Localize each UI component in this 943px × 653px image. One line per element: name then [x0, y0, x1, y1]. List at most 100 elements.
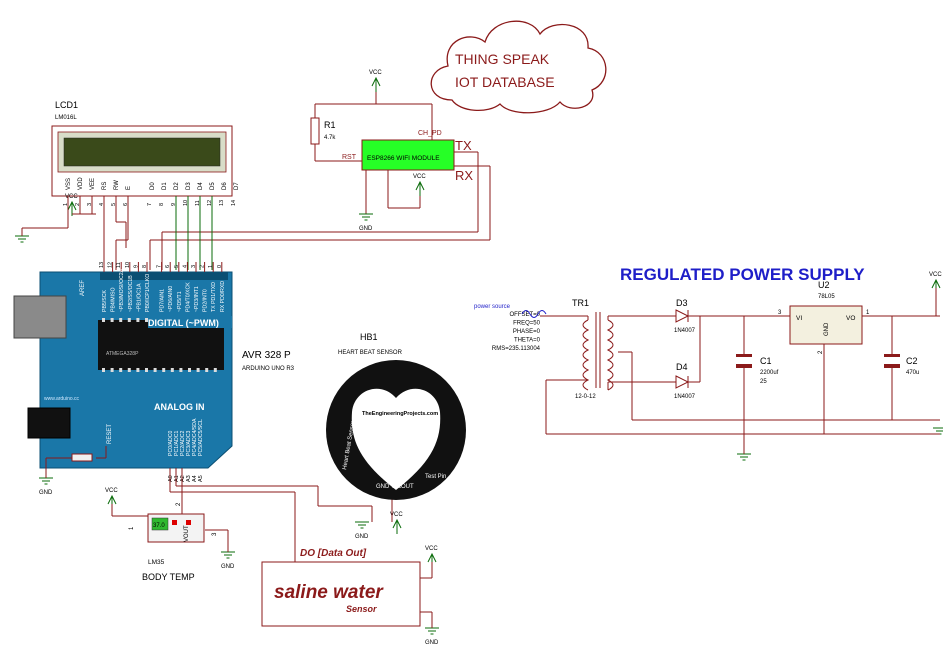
digital-pin-number: 4	[182, 265, 188, 268]
c1-ref: C1	[760, 356, 772, 366]
vcc-label: VCC	[65, 194, 78, 200]
digital-label: DIGITAL (~PWM)	[148, 318, 219, 328]
vcc-symbol: VCC	[413, 174, 426, 196]
lcd-pin-number: 14	[231, 200, 237, 206]
lcd-pin-label: VEE	[90, 178, 96, 190]
esp-chpd: CH_PD	[418, 130, 442, 137]
reset-label: RESET	[107, 424, 113, 444]
lcd-pin-number: 3	[87, 203, 93, 206]
analog-pin-number: A0	[168, 475, 174, 482]
saline-sensor: DO [Data Out] saline water Sensor	[261, 548, 433, 628]
psu-param: OFFSET=0	[509, 312, 540, 318]
hb-title: HEART BEAT SENSOR	[338, 350, 403, 356]
digital-pin-number: 12	[108, 262, 114, 268]
saline-title: saline water	[274, 582, 384, 603]
digital-pin-label: RX PD0/RXD	[220, 281, 226, 312]
analog-label: ANALOG IN	[154, 402, 205, 412]
lcd-pin-label: D0	[150, 182, 156, 190]
vcc-label: VCC	[425, 546, 438, 552]
lcd-pin-label: D4	[198, 182, 204, 190]
r1-resistor: R1 4.7k	[324, 120, 336, 141]
digital-pin-label: ~PB1/OC1A	[136, 283, 142, 312]
chip-leg	[102, 368, 105, 372]
psu-param: FREQ=50	[513, 321, 541, 327]
psu-title: REGULATED POWER SUPPLY	[620, 265, 865, 284]
lcd-pin-number: 6	[123, 203, 129, 206]
ground-symbol: GND	[355, 521, 369, 540]
digital-pin-label: PB4/MISO	[111, 287, 117, 312]
hb-pins: GND VccOUT	[376, 484, 414, 490]
lcd-pin-label: VSS	[66, 178, 72, 190]
aref-label: AREF	[80, 280, 86, 296]
lcd-pin-label: D2	[174, 182, 180, 190]
lcd-pin-number: 10	[183, 200, 189, 206]
lcd-pin-number: 4	[99, 203, 105, 206]
c2-ref: C2	[906, 356, 918, 366]
chip-leg	[119, 368, 123, 372]
u2-ref: U2	[818, 280, 830, 290]
analog-pin-label: PC4/ADC4/SDA	[192, 418, 198, 456]
tr-val: 12-0-12	[575, 394, 596, 400]
digital-pin-number: 0	[217, 265, 223, 268]
lcd-wiring	[21, 196, 129, 270]
digital-pin-number: 2	[200, 265, 206, 268]
chip-leg	[145, 368, 148, 372]
digital-pin-label: TX PD1/TXD	[211, 282, 217, 312]
psu-param: THETA=0	[514, 338, 541, 344]
lcd-display: LCD1 LM016L VSS1VDD2VEE3RS4RW5E6D07D18D2…	[51, 100, 240, 206]
digital-pin-label: PD7/AIN1	[160, 289, 166, 312]
lm35-p2: 2	[176, 502, 182, 506]
lcd-pin-label: D3	[186, 182, 192, 190]
c1-v: 25	[760, 379, 767, 385]
esp-wiring	[149, 86, 491, 270]
lcd-data-wiring	[175, 196, 213, 270]
u2-gnd: GND	[824, 322, 830, 336]
digital-pin-number: 1	[208, 265, 214, 268]
c2-val: 470u	[906, 370, 919, 376]
vcc-label: VCC	[929, 272, 942, 278]
lcd-pin-group: VSS1VDD2VEE3RS4RW5E6D07D18D29D310D411D51…	[63, 177, 240, 206]
gnd-label: GND	[359, 226, 373, 232]
u2-pin2: 2	[818, 350, 824, 354]
digital-pin-number: 6	[165, 265, 171, 268]
digital-pin-label: PB5/SCK	[102, 290, 108, 312]
digital-pin-number: 5	[174, 265, 180, 268]
esp-tx: TX	[455, 138, 472, 153]
saline-sub: Sensor	[346, 604, 377, 614]
digital-pin-number: 13	[99, 262, 105, 268]
analog-pin-number: A4	[192, 475, 198, 482]
digital-pin-label: ~PD5/T1	[177, 291, 183, 312]
u2-vo: VO	[846, 315, 855, 322]
esp-label: ESP8266 WIFI MODULE	[367, 155, 440, 162]
digital-pin-label: ~PD6/AIN0	[168, 286, 174, 312]
analog-pin-label: PC1/ADC1	[174, 431, 180, 456]
digital-pin-label: ~PD3/INT1	[194, 286, 200, 312]
lcd-pin-label: VDD	[78, 177, 84, 190]
chip-leg	[136, 368, 140, 372]
d4-val: 1N4007	[674, 394, 696, 400]
chip-name: AVR 328 P	[242, 350, 291, 361]
analog-pin-number: A1	[174, 475, 180, 482]
digital-pin-number: 9	[133, 265, 139, 268]
digital-pin-number: 11	[116, 262, 122, 268]
ground-symbol: GND	[425, 627, 439, 646]
vcc-label: VCC	[390, 512, 403, 518]
lcd-pin-number: 8	[159, 203, 165, 206]
lcd-pin-number: 5	[111, 203, 117, 206]
analog-pin-label: PC0/ADC0	[168, 431, 174, 456]
lm35-p3: 3	[212, 532, 218, 536]
digital-pin-number: 10	[125, 262, 131, 268]
vcc-label: VCC	[369, 70, 382, 76]
d4-ref: D4	[676, 362, 688, 372]
gnd-label: GND	[221, 564, 235, 570]
lcd-pin-label: RS	[102, 182, 108, 190]
ground-symbol	[933, 427, 943, 435]
reset-button	[45, 446, 107, 478]
chip-leg	[127, 318, 131, 322]
chip-marking: ATMEGA328P	[106, 351, 139, 357]
d3-ref: D3	[676, 298, 688, 308]
chip-leg	[145, 318, 148, 322]
digital-pin-number: 3	[191, 265, 197, 268]
digital-pin-number: 8	[142, 265, 148, 268]
hb-brand: TheEngineeringProjects.com	[362, 411, 438, 417]
